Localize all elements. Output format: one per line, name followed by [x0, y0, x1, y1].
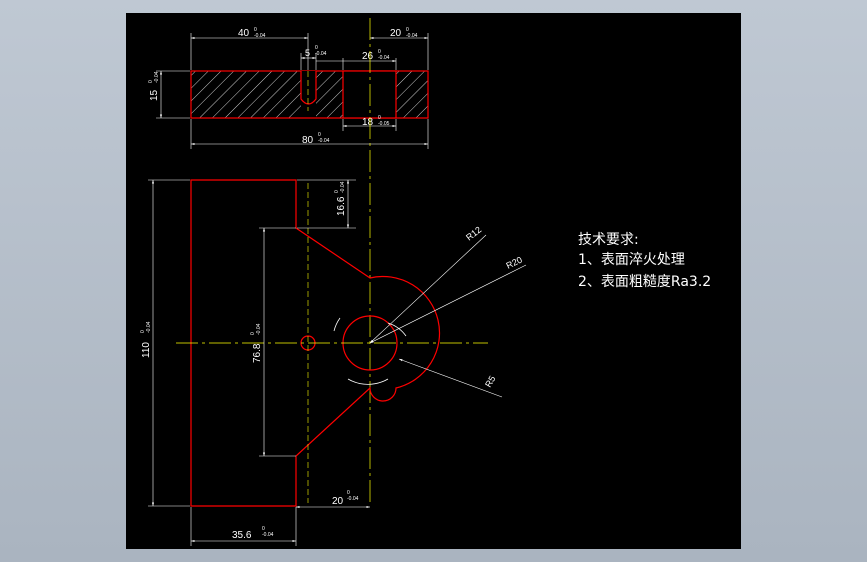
dim-110-label: 110: [141, 342, 152, 358]
dim-26-tolerance: 0-0.04: [378, 49, 390, 61]
r5-label: R5: [483, 374, 497, 389]
dim-15-tolerance: 0-0.04: [148, 71, 160, 83]
dim-40-tolerance: 0-0.04: [254, 27, 266, 39]
hatch-slot-wall: [316, 71, 343, 118]
top-view-bore: [342, 70, 397, 119]
cad-drawing: 40 0-0.04 20 0-0.04 5 0-0.04 26 0-0.04 1…: [140, 18, 711, 546]
leader-r5: [398, 358, 503, 398]
requirement-line-1: 1、表面淬火处理: [578, 252, 685, 268]
requirement-line-2: 2、表面粗糙度Ra3.2: [578, 274, 711, 290]
dim-16-6-label: 16.6: [336, 196, 347, 216]
top-view-slot: [300, 71, 317, 105]
leader-r12: [369, 234, 487, 344]
front-view: 110 0-0.04 16.6 0-0.04 76.8 0-0.04 35.6 …: [140, 179, 527, 546]
dim-35-6-tolerance: 0-0.04: [262, 526, 274, 538]
dim-5-label: 5: [305, 48, 310, 58]
dim-76-8-label: 76.8: [252, 343, 263, 363]
dim-35-6-label: 35.6: [232, 530, 252, 541]
dim-20-bottom-tolerance: 0-0.04: [347, 490, 359, 502]
r20-label: R20: [504, 255, 523, 271]
requirements-title: 技术要求:: [578, 232, 639, 248]
technical-requirements: 技术要求: 1、表面淬火处理 2、表面粗糙度Ra3.2: [578, 232, 711, 290]
arc-marker-right: [387, 322, 407, 337]
drawing-viewport[interactable]: 40 0-0.04 20 0-0.04 5 0-0.04 26 0-0.04 1…: [126, 13, 741, 549]
dim-80-label: 80: [302, 135, 314, 146]
dim-20-bottom-label: 20: [332, 496, 344, 507]
dim-20-top-tolerance: 0-0.04: [406, 27, 418, 39]
top-view: 40 0-0.04 20 0-0.04 5 0-0.04 26 0-0.04 1…: [148, 27, 429, 149]
arc-marker-left: [333, 317, 341, 332]
dim-26-label: 26: [362, 51, 374, 62]
dim-18-label: 18: [362, 117, 374, 128]
dim-110-tolerance: 0-0.04: [140, 321, 152, 333]
dim-20-top-label: 20: [390, 28, 402, 39]
hatch-left: [191, 71, 301, 118]
dim-80-tolerance: 0-0.04: [318, 132, 330, 144]
arc-marker-bottom: [347, 378, 389, 385]
dim-40-label: 40: [238, 28, 250, 39]
dim-18-tolerance: 0-0.05: [378, 115, 390, 127]
dim-16-6-tolerance: 0-0.04: [334, 181, 346, 193]
dim-5-tolerance: 0-0.04: [315, 45, 327, 57]
hatch-right: [396, 71, 428, 118]
leader-r20: [369, 264, 527, 344]
dim-76-8-tolerance: 0-0.04: [250, 323, 262, 335]
dim-15-label: 15: [149, 89, 160, 101]
